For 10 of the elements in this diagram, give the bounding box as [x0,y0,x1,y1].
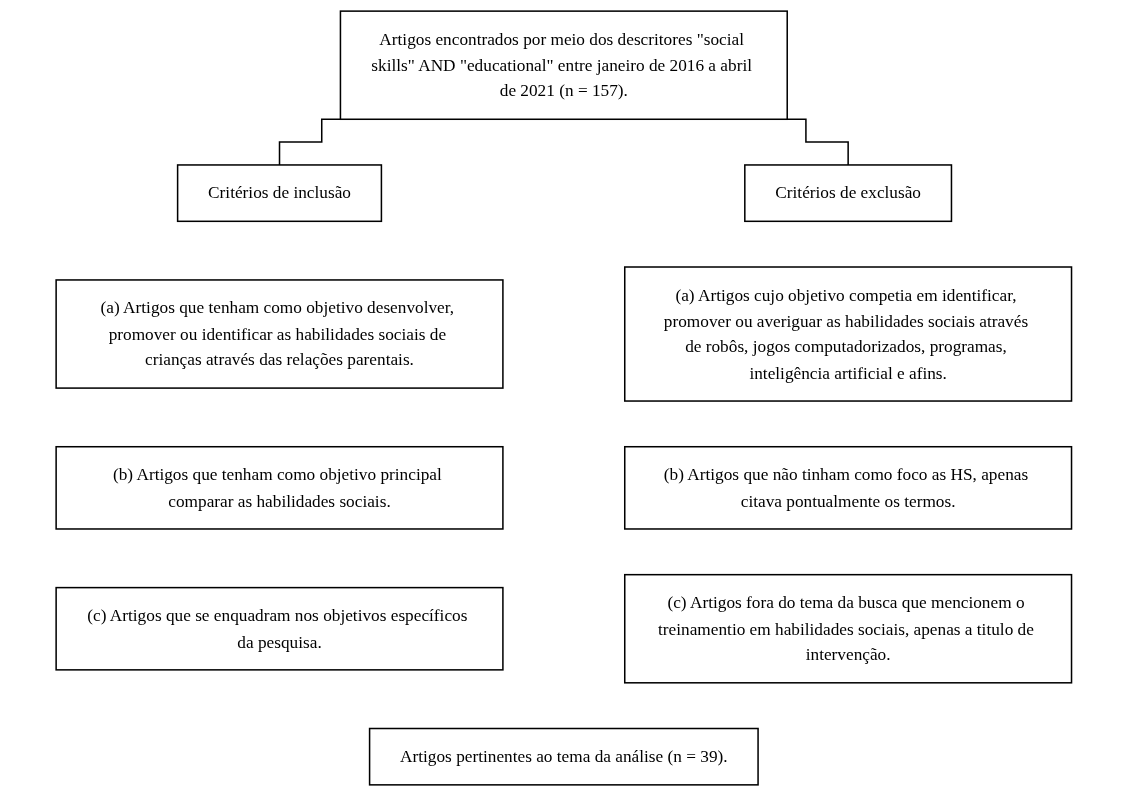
node-box: (a) Artigos que tenham como objetivo desenvolver, promover ou identificar as habilidades sociais de crianças através das relações parentais. [55,279,504,389]
node-box: (b) Artigos que não tinham como foco as HS, apenas citava pontualmente os termos. [624,445,1073,530]
node-box: Critérios de inclusão [177,164,383,223]
node-box: (c) Artigos que se enquadram nos objetivos específicos da pesquisa. [55,586,504,671]
node-box: (b) Artigos que tenham como objetivo principal comparar as habilidades sociais. [55,445,504,530]
node-box: (c) Artigos fora do tema da busca que mencionem o treinamentio em habilidades sociais, apenas a titulo de intervenção. [624,573,1073,684]
node-box: Artigos pertinentes ao tema da análise (n = 39). [369,727,759,786]
node-box: Artigos encontrados por meio dos descritores "social skills" AND "educational" entre janeiro de 2016 a abril de 2021 (n = 157). [339,10,789,121]
node-box: Critérios de exclusão [744,164,953,223]
node-box: (a) Artigos cujo objetivo competia em identificar, promover ou averiguar as habilidades sociais através de robôs, jogos computadorizados, programas, inteligência artificial e afins. [624,266,1073,402]
